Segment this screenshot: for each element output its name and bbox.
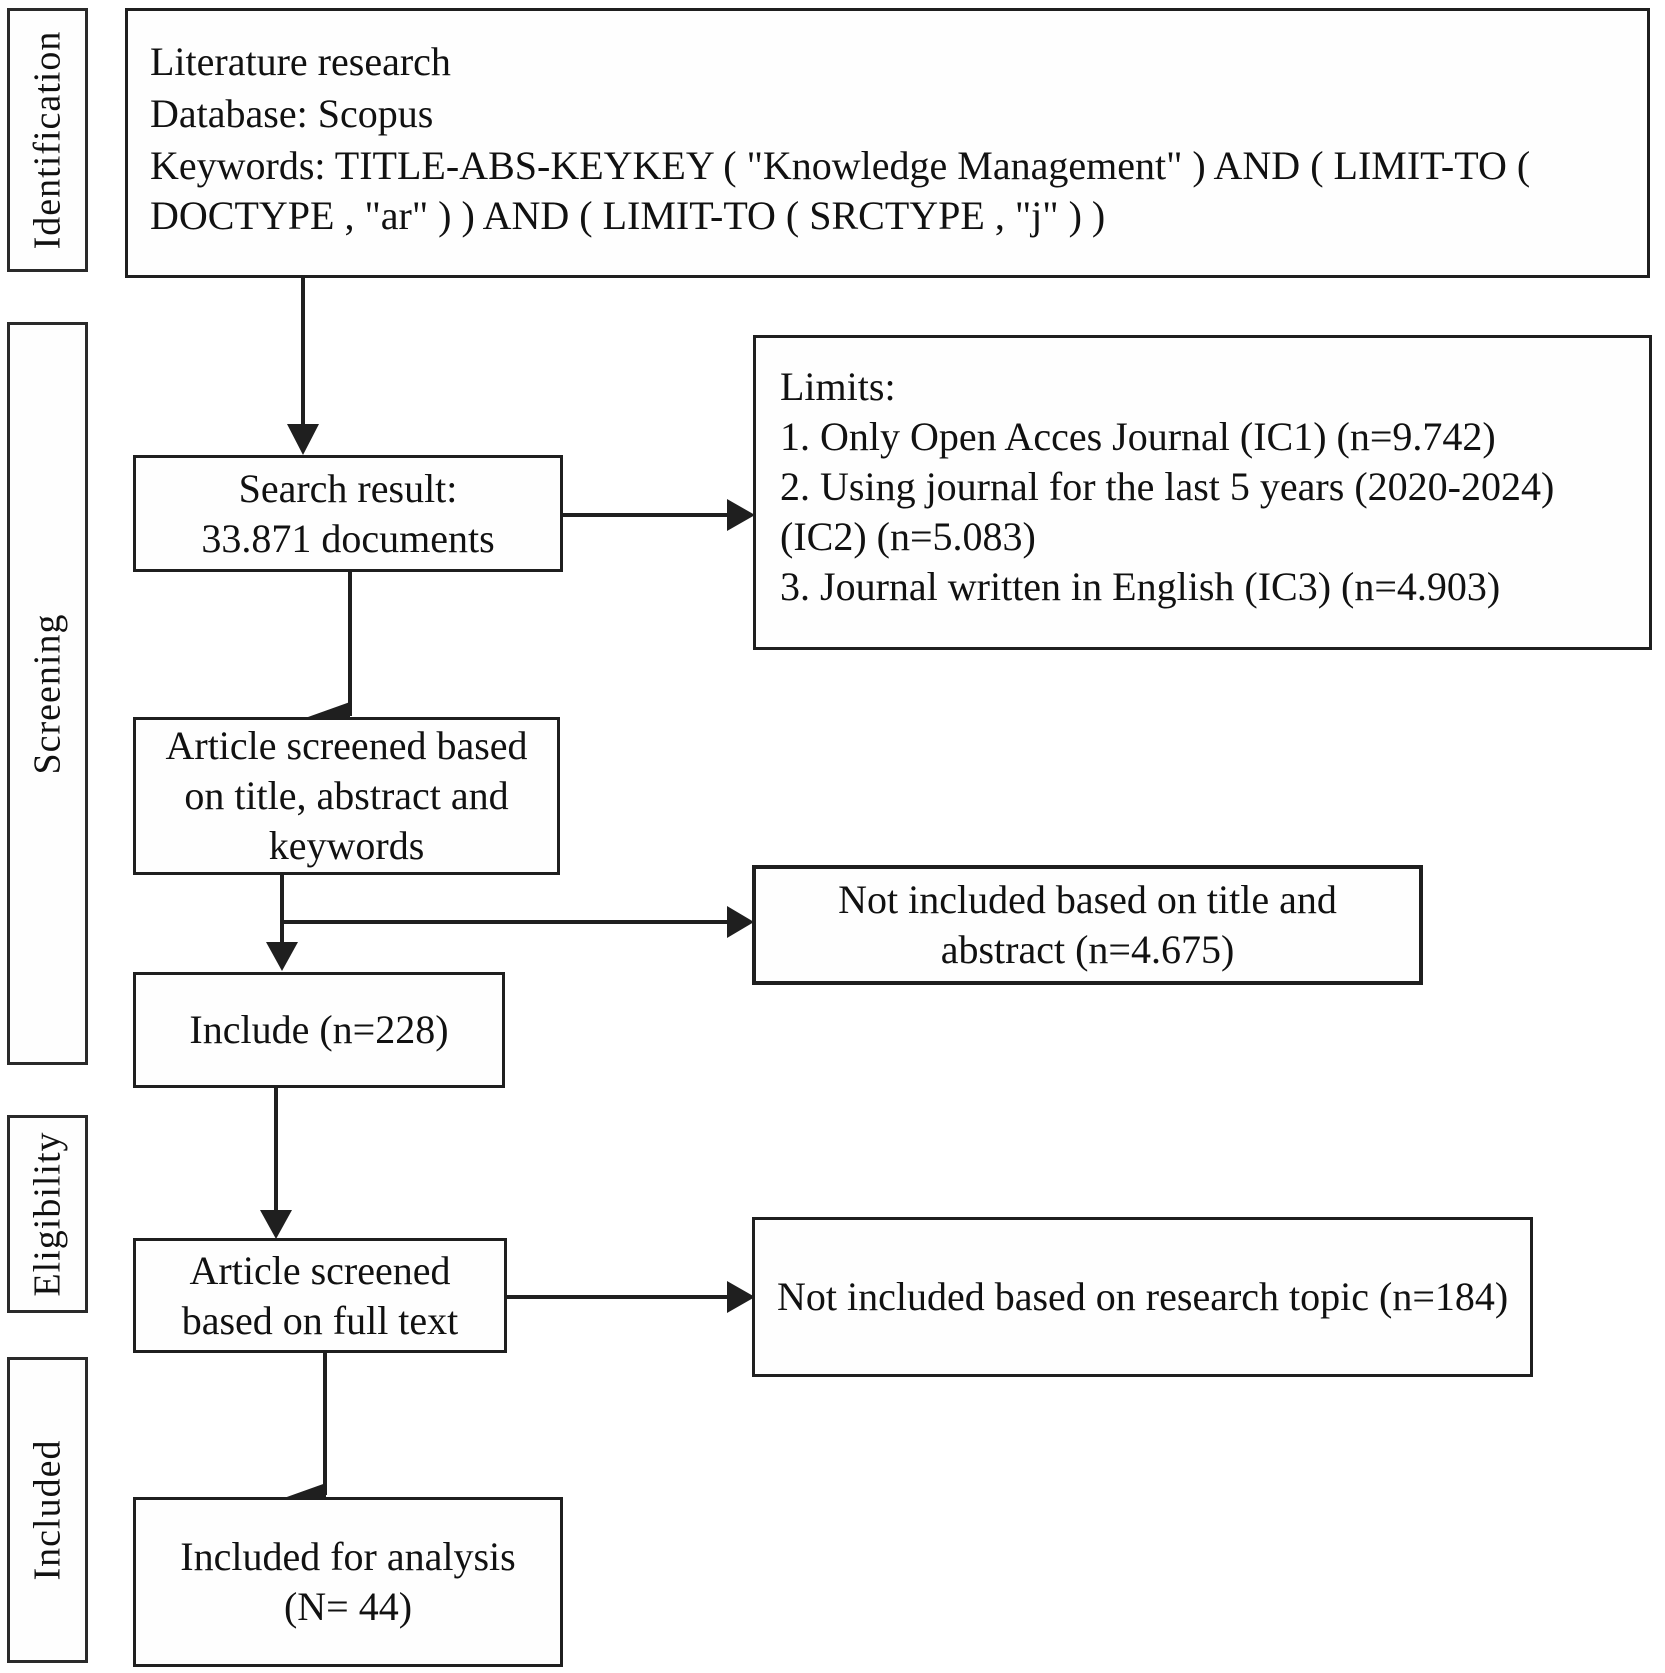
include-box: Include (n=228)	[133, 972, 505, 1088]
literature-line-2: Database: Scopus	[150, 91, 434, 136]
arrowhead-down-search	[287, 424, 319, 455]
arrowhead-down-include	[266, 942, 298, 971]
limits-box: Limits: 1. Only Open Acces Journal (IC1)…	[753, 335, 1652, 650]
stage-screening: Screening	[7, 322, 88, 1065]
stage-included-label: Included	[26, 1439, 69, 1581]
stage-screening-label: Screening	[26, 613, 69, 774]
stage-eligibility: Eligibility	[7, 1115, 88, 1313]
limits-item-2: 2. Using journal for the last 5 years (2…	[780, 464, 1555, 559]
arrowhead-right-limits	[727, 499, 755, 531]
not-included-title-abstract-box: Not included based on title and abstract…	[752, 865, 1423, 985]
not-included-research-topic-text: Not included based on research topic (n=…	[777, 1274, 1509, 1319]
search-result-line-2: 33.871 documents	[201, 515, 495, 561]
screened-title-abstract-box: Article screened based on title, abstrac…	[133, 717, 560, 875]
literature-research-box: Literature research Database: Scopus Key…	[125, 8, 1650, 278]
stage-identification: Identification	[7, 8, 88, 272]
arrowhead-right-notincluded1	[727, 906, 754, 938]
stage-eligibility-label: Eligibility	[26, 1131, 69, 1297]
screened-title-abstract-text: Article screened based on title, abstrac…	[165, 723, 528, 868]
limits-title: Limits:	[780, 364, 896, 409]
literature-keywords: Keywords: TITLE-ABS-KEYKEY ( "Knowledge …	[150, 143, 1531, 238]
literature-line-1: Literature research	[150, 39, 451, 84]
not-included-research-topic-box: Not included based on research topic (n=…	[752, 1217, 1533, 1377]
limits-item-3: 3. Journal written in English (IC3) (n=4…	[780, 564, 1501, 609]
limits-item-1: 1. Only Open Acces Journal (IC1) (n=9.74…	[780, 414, 1496, 459]
screened-full-text-box: Article screened based on full text	[133, 1238, 507, 1353]
include-text: Include (n=228)	[189, 1007, 449, 1052]
screened-full-text-text: Article screened based on full text	[181, 1247, 459, 1343]
arrowhead-down-screened2	[260, 1210, 292, 1239]
search-result-box: Search result: 33.871 documents	[133, 455, 563, 572]
included-for-analysis-line-1: Included for analysis	[180, 1534, 516, 1579]
stage-included: Included	[7, 1357, 88, 1663]
arrowhead-right-notincluded2	[727, 1281, 755, 1313]
included-for-analysis-line-2: (N= 44)	[283, 1584, 413, 1629]
search-result-line-1: Search result:	[238, 465, 458, 511]
included-for-analysis-box: Included for analysis (N= 44)	[133, 1497, 563, 1667]
stage-identification-label: Identification	[26, 30, 69, 250]
not-included-title-abstract-text: Not included based on title and abstract…	[838, 877, 1337, 972]
